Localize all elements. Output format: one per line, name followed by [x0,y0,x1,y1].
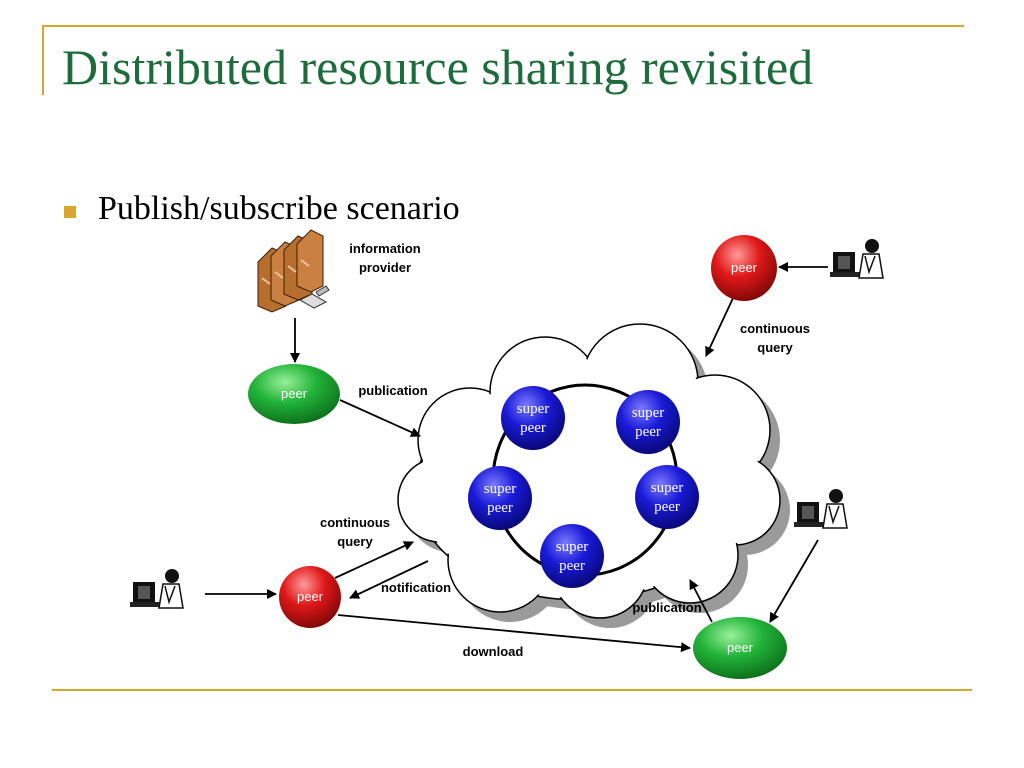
svg-text:peer: peer [281,386,308,401]
diagram-arrows [205,262,828,653]
bullet-text: Publish/subscribe scenario [98,190,460,227]
edge-label-continuous-query: continuous [320,515,390,530]
svg-text:peer: peer [654,499,680,515]
svg-text:peer: peer [520,420,546,436]
super-peer-node: super peer [635,465,699,529]
svg-text:peer: peer [727,640,754,655]
books-icon [257,229,330,313]
svg-text:peer: peer [731,260,758,275]
edge-label-continuous-query: query [757,340,793,355]
edge-label-continuous-query: continuous [740,321,810,336]
edge-label-download: download [463,644,524,659]
svg-text:peer: peer [297,589,324,604]
svg-text:super: super [517,401,550,417]
slide-title: Distributed resource sharing revisited [62,39,814,95]
svg-text:peer: peer [559,558,585,574]
edge-label-notification: notification [381,580,451,595]
super-peer-node: super peer [468,466,532,530]
edge-label-continuous-query: query [337,534,373,549]
svg-text:peer: peer [635,424,661,440]
bullet-square-icon [64,206,76,218]
super-peer-node: super peer [616,390,680,454]
bottom-rule [52,689,972,691]
svg-text:super: super [651,480,684,496]
red-peer-node: peer [711,235,777,301]
edge-label-publication: publication [632,600,701,615]
red-peer-node: peer [279,566,341,628]
provider-label: information [349,241,421,256]
left-rule [42,25,44,95]
svg-text:super: super [632,405,665,421]
user-at-computer-icon [130,569,184,609]
svg-text:super: super [556,539,589,555]
svg-text:super: super [484,481,517,497]
user-at-computer-icon [830,239,884,279]
user-at-computer-icon [794,489,848,529]
top-rule [42,25,964,27]
edge-label-publication: publication [358,383,427,398]
svg-text:peer: peer [487,500,513,516]
super-peer-node: super peer [501,386,565,450]
green-peer-node: peer [693,617,787,679]
super-peer-node: super peer [540,524,604,588]
provider-label: provider [359,260,411,275]
green-peer-node: peer [248,364,340,424]
